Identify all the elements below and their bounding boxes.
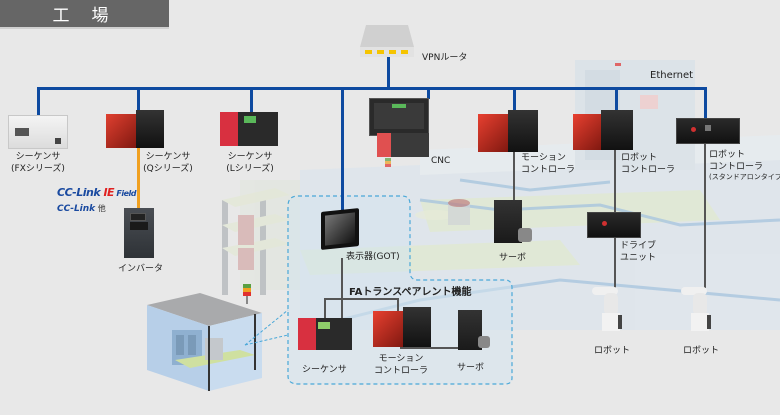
- router-led: [365, 50, 372, 54]
- fat-motion-controller-icon: [373, 307, 431, 347]
- drop-l: [250, 87, 253, 115]
- cnc-hmi-icon: [369, 98, 429, 136]
- fx-plc-icon: [8, 115, 68, 149]
- servo-icon: [494, 200, 522, 243]
- drive-unit-icon: [587, 212, 641, 238]
- fat-bus-right: [397, 298, 399, 318]
- vpn-router-label: VPNルータ: [422, 53, 468, 63]
- cclink-field-line: [137, 148, 140, 208]
- drop-robot-ctrl: [615, 87, 618, 111]
- fat-motion-to-servo: [400, 347, 460, 349]
- ethernet-bus-line: [37, 87, 706, 90]
- robot-arm-icon: [592, 287, 622, 332]
- drop-q: [137, 87, 140, 115]
- fat-bus-left: [324, 298, 326, 318]
- motion-controller-label: モーション コントローラ: [521, 153, 576, 175]
- servo-label: サーボ: [499, 253, 527, 263]
- inverter-label: インバータ: [118, 264, 164, 274]
- drop-motion: [513, 87, 516, 111]
- robot-arm-icon: [681, 287, 711, 332]
- servo-motor-icon: [518, 228, 532, 242]
- got-down-line: [341, 258, 343, 318]
- q-plc-icon: [106, 110, 164, 148]
- router-led: [389, 50, 396, 54]
- robot-controller-icon: [573, 110, 633, 150]
- cclink-ie-field-logo: CC-Link IE Field: [57, 186, 136, 199]
- cclink-logo: CC-Link 他: [57, 204, 106, 214]
- fat-motion-controller-label: モーション コントローラ: [373, 354, 428, 376]
- got-display-icon: [321, 208, 359, 250]
- ethernet-label: Ethernet: [650, 70, 694, 81]
- fat-plc-label: シーケンサ: [302, 365, 347, 375]
- fx-plc-label: シーケンサ (FXシリーズ): [11, 152, 65, 174]
- drop-got: [341, 87, 344, 212]
- motion-to-servo-line: [513, 152, 515, 202]
- machining-cell-illustration: [147, 293, 262, 391]
- q-plc-label: シーケンサ (Qシリーズ): [143, 152, 193, 174]
- signal-tower-icon: [243, 284, 251, 304]
- section-header: 工場: [0, 0, 169, 27]
- header-title: 工場: [52, 6, 131, 26]
- inverter-icon: [124, 208, 154, 258]
- fat-plc-icon: [298, 318, 352, 350]
- fat-bus-h: [324, 298, 398, 300]
- vpn-router-icon: [360, 25, 414, 57]
- robot-controller-label: ロボット コントローラ: [621, 153, 676, 175]
- shelf-unit: [222, 188, 290, 295]
- fat-servo-motor-icon: [478, 336, 490, 348]
- cnc-label: CNC: [431, 156, 451, 166]
- robot-controller-standalone-label: ロボット コントローラ (スタンドアロンタイプ): [709, 150, 780, 181]
- fa-transparent-title: FAトランスペアレント機能: [349, 287, 472, 298]
- router-led: [401, 50, 408, 54]
- robot-2-label: ロボット: [683, 346, 720, 356]
- robot-1-label: ロボット: [594, 346, 631, 356]
- l-plc-label: シーケンサ (Lシリーズ): [226, 152, 274, 174]
- header-underline: [0, 27, 169, 29]
- l-plc-icon: [220, 112, 278, 146]
- drive-unit-label: ドライブ ユニット: [620, 241, 657, 263]
- cnc-controller-icon: [377, 133, 429, 157]
- drop-robot-ctrl-sa: [704, 87, 707, 121]
- motion-controller-icon: [478, 110, 538, 152]
- drop-fx: [37, 87, 40, 115]
- fat-servo-label: サーボ: [457, 363, 485, 373]
- got-label: 表示器(GOT): [346, 252, 400, 262]
- router-uplink-line: [387, 57, 390, 89]
- robot-ctrl-sa-to-robot-line: [704, 140, 706, 288]
- robot-controller-standalone-icon: [676, 118, 740, 144]
- router-led: [377, 50, 384, 54]
- drop-cnc: [427, 87, 430, 99]
